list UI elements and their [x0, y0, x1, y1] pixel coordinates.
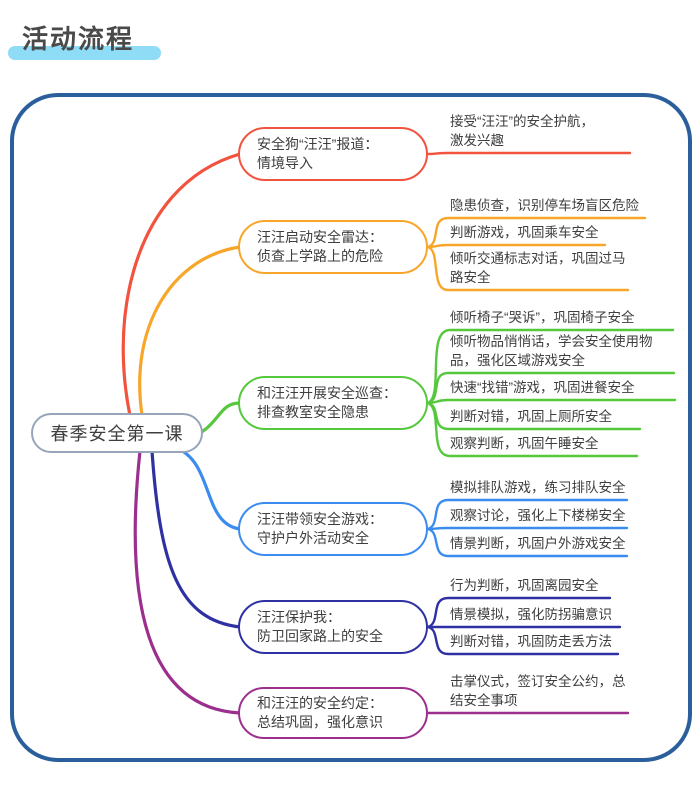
branch-node-1: 安全狗“汪汪”报道： 情境导入 [238, 127, 428, 181]
center-node: 春季安全第一课 [31, 413, 203, 453]
page-header: 活动流程 [0, 0, 300, 70]
leaf-2-3: 倾听交通标志对话，巩固过马 路安全 [450, 251, 626, 285]
leaf-2-1: 隐患侦查，识别停车场盲区危险 [450, 198, 639, 213]
leaf-3-4: 判断对错，巩固上厕所安全 [450, 409, 612, 424]
branch-node-3: 和汪汪开展安全巡查： 排查教室安全隐患 [238, 376, 428, 430]
page-title: 活动流程 [22, 24, 135, 54]
title-highlight [8, 46, 161, 60]
leaf-4-3: 情景判断，巩固户外游戏安全 [450, 536, 626, 551]
leaf-6-1: 击掌仪式，签订安全公约，总 结安全事项 [450, 674, 626, 708]
branch-node-2: 汪汪启动安全雷达： 侦查上学路上的危险 [238, 220, 428, 274]
leaf-1-1: 接受“汪汪”的安全护航， 激发兴趣 [450, 114, 594, 148]
leaf-4-2: 观察讨论，强化上下楼梯安全 [450, 508, 626, 523]
leaf-3-5: 观察判断，巩固午睡安全 [450, 436, 599, 451]
leaf-3-1: 倾听椅子“哭诉”，巩固椅子安全 [450, 310, 635, 325]
branch-node-4: 汪汪带领安全游戏： 守护户外活动安全 [238, 502, 428, 556]
center-node-label: 春季安全第一课 [50, 424, 184, 444]
leaf-5-3: 判断对错，巩固防走丢方法 [450, 634, 612, 649]
branch-node-5: 汪汪保护我： 防卫回家路上的安全 [238, 600, 428, 654]
mindmap-board [10, 93, 692, 762]
leaf-3-3: 快速“找错”游戏，巩固进餐安全 [450, 380, 635, 395]
leaf-3-2: 倾听物品悄悄话，学会安全使用物 品，强化区域游戏安全 [450, 334, 653, 368]
leaf-4-1: 模拟排队游戏，练习排队安全 [450, 480, 626, 495]
leaf-2-2: 判断游戏，巩固乘车安全 [450, 225, 599, 240]
leaf-5-1: 行为判断，巩固离园安全 [450, 578, 599, 593]
leaf-5-2: 情景模拟，强化防拐骗意识 [450, 607, 612, 622]
branch-node-6: 和汪汪的安全约定： 总结巩固，强化意识 [238, 687, 428, 739]
